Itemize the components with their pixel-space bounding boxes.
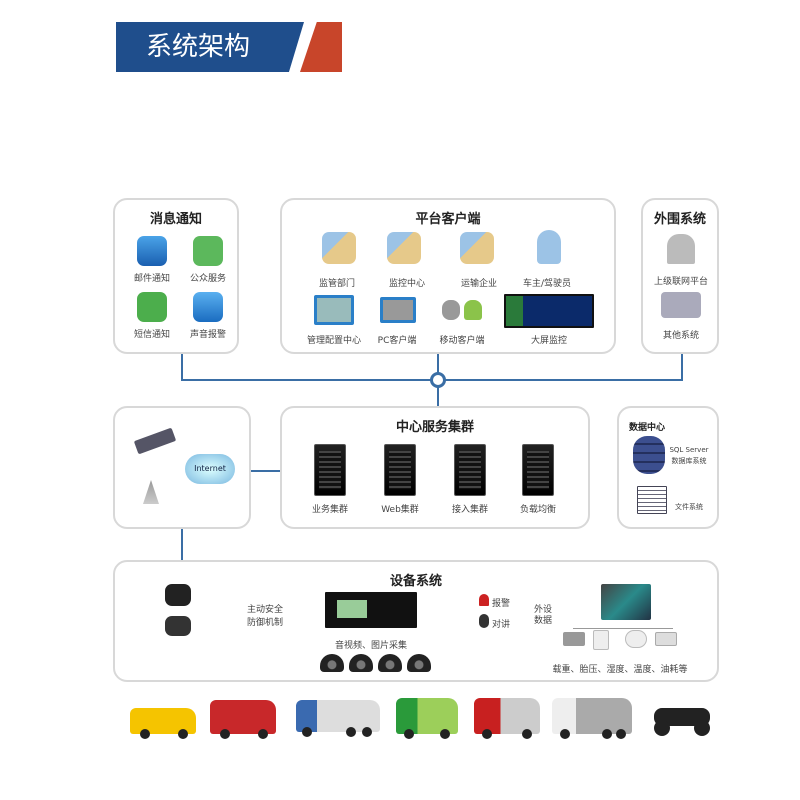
fuel-sensor-icon bbox=[655, 632, 677, 646]
cargo-truck-icon bbox=[474, 698, 540, 739]
apple-icon bbox=[442, 300, 460, 320]
peripheral-label: 外设 bbox=[533, 605, 553, 615]
panel-title: 设备系统 bbox=[389, 574, 442, 589]
dash-camera-icon bbox=[165, 584, 191, 606]
platform-client-panel: 平台客户端 监管部门 监控中心 运输企业 车主/驾驶员 管理配置中心 PC客户端… bbox=[280, 198, 616, 354]
fs-label: 文件系统 bbox=[675, 503, 703, 511]
banner-accent bbox=[300, 22, 342, 72]
item-label: 邮件通知 bbox=[133, 274, 171, 284]
connector-line bbox=[250, 470, 282, 472]
panel-title: 外围系统 bbox=[653, 212, 706, 227]
db-sub-label: 数据库系统 bbox=[671, 457, 707, 465]
antenna-icon bbox=[143, 480, 159, 504]
sms-icon bbox=[137, 292, 167, 322]
mdvr-host-icon bbox=[325, 592, 417, 628]
item-label: PC客户端 bbox=[377, 336, 417, 346]
panel-title: 平台客户端 bbox=[415, 212, 481, 227]
service-cluster-panel: 中心服务集群 业务集群 Web集群 接入集群 负载均衡 bbox=[280, 406, 590, 529]
mail-icon bbox=[137, 236, 167, 266]
file-system-icon bbox=[637, 486, 667, 514]
panel-title: 消息通知 bbox=[149, 212, 202, 227]
mdvr-screen bbox=[337, 600, 367, 618]
server-icon bbox=[454, 444, 486, 496]
page-title: 系统架构 bbox=[146, 32, 251, 62]
server-icon bbox=[384, 444, 416, 496]
page-title-banner: 系统架构 bbox=[116, 22, 304, 72]
desktop-icon bbox=[314, 295, 354, 325]
item-label: 运输企业 bbox=[460, 279, 498, 289]
servers-icon bbox=[661, 292, 701, 318]
intercom-icon bbox=[479, 614, 489, 628]
bus-icon bbox=[210, 700, 276, 739]
regulator-icon bbox=[322, 232, 356, 264]
item-label: Web集群 bbox=[381, 505, 419, 515]
item-label: 大屏监控 bbox=[530, 336, 568, 346]
network-panel: Internet bbox=[113, 406, 251, 529]
android-icon bbox=[464, 300, 482, 320]
item-label: 监控中心 bbox=[388, 279, 426, 289]
connector-line bbox=[181, 528, 183, 560]
db-label: SQL Server bbox=[669, 446, 709, 454]
sound-alarm-icon bbox=[193, 292, 223, 322]
server-icon bbox=[314, 444, 346, 496]
item-label: 短信通知 bbox=[133, 330, 171, 340]
transport-company-icon bbox=[460, 232, 494, 264]
message-notification-panel: 消息通知 邮件通知 公众服务 短信通知 声音报警 bbox=[113, 198, 239, 354]
motorcycle-icon bbox=[654, 708, 710, 736]
dome-camera-icon bbox=[407, 654, 431, 672]
humidity-sensor-icon bbox=[625, 630, 647, 648]
sensor-line bbox=[573, 628, 673, 629]
item-label: 上级联网平台 bbox=[653, 277, 709, 287]
item-label: 移动客户端 bbox=[439, 336, 485, 346]
big-screen-icon bbox=[504, 294, 594, 328]
dome-camera-icon bbox=[320, 654, 344, 672]
item-label: 其他系统 bbox=[662, 331, 700, 341]
alarm-label: 报警 bbox=[491, 599, 511, 609]
dvr-camera-icon bbox=[165, 616, 191, 636]
hub-node bbox=[430, 372, 446, 388]
item-label: 接入集群 bbox=[451, 505, 489, 515]
item-label: 负载均衡 bbox=[519, 505, 557, 515]
alarm-icon bbox=[479, 594, 489, 606]
item-label: 监管部门 bbox=[318, 279, 356, 289]
monitor-center-icon bbox=[387, 232, 421, 264]
driver-icon bbox=[537, 230, 561, 264]
pressure-sensor-icon bbox=[593, 630, 609, 650]
intercom-label: 对讲 bbox=[491, 620, 511, 630]
panel-title: 中心服务集群 bbox=[395, 420, 474, 435]
concrete-mixer-icon bbox=[552, 698, 632, 739]
sensors-label: 载重、胎压、湿度、温度、油耗等 bbox=[552, 665, 688, 675]
peripheral-label: 数据 bbox=[533, 616, 553, 626]
dump-truck-icon bbox=[396, 698, 458, 739]
data-center-panel: 数据中心 SQL Server 数据库系统 文件系统 bbox=[617, 406, 719, 529]
item-label: 业务集群 bbox=[311, 505, 349, 515]
database-icon bbox=[633, 436, 665, 474]
connector-line bbox=[681, 354, 683, 380]
connector-line bbox=[181, 354, 183, 380]
safety-label: 防御机制 bbox=[246, 618, 284, 628]
panel-title: 数据中心 bbox=[628, 423, 666, 433]
laptop-icon bbox=[380, 297, 416, 323]
taxi-icon bbox=[130, 708, 196, 739]
item-label: 公众服务 bbox=[189, 274, 227, 284]
item-label: 管理配置中心 bbox=[306, 336, 362, 346]
device-system-panel: 设备系统 主动安全 防御机制 音视频、图片采集 报警 对讲 外设 数据 载重、胎… bbox=[113, 560, 719, 682]
tanker-truck-icon bbox=[296, 700, 380, 737]
external-system-panel: 外围系统 上级联网平台 其他系统 bbox=[641, 198, 719, 354]
satellite-icon bbox=[133, 427, 177, 455]
item-label: 车主/驾驶员 bbox=[522, 279, 572, 289]
sensor-cables-icon bbox=[601, 584, 651, 620]
wechat-icon bbox=[193, 236, 223, 266]
dome-camera-icon bbox=[349, 654, 373, 672]
item-label: 声音报警 bbox=[189, 330, 227, 340]
av-label: 音视频、图片采集 bbox=[334, 641, 408, 651]
internet-cloud-icon: Internet bbox=[185, 454, 235, 484]
server-icon bbox=[522, 444, 554, 496]
building-icon bbox=[667, 234, 695, 264]
safety-label: 主动安全 bbox=[246, 605, 284, 615]
load-sensor-icon bbox=[563, 632, 585, 646]
dome-camera-icon bbox=[378, 654, 402, 672]
